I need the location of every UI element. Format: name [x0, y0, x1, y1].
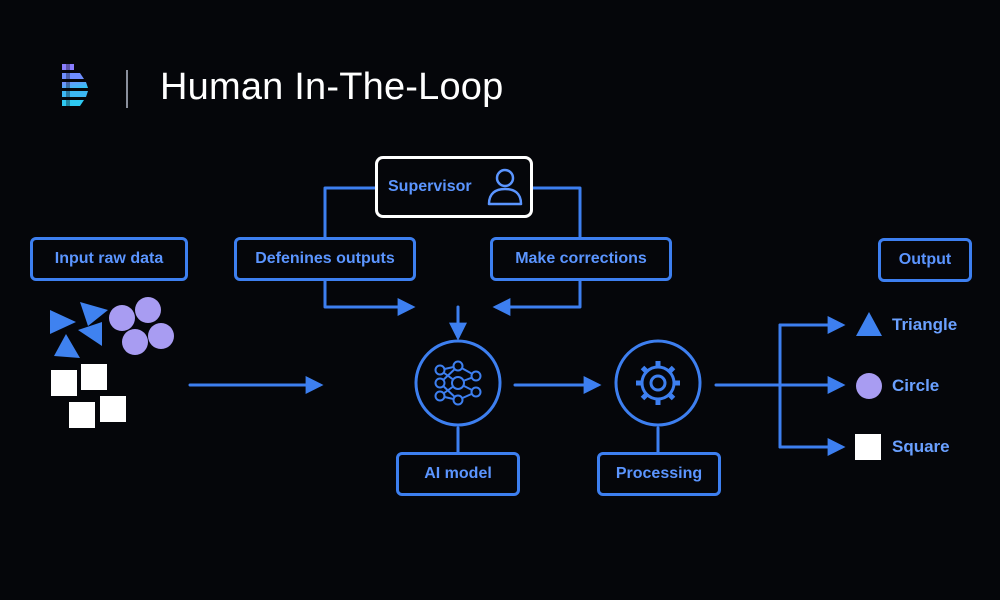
output-triangle-label: Triangle — [892, 315, 958, 334]
output-triangle-shape — [856, 312, 882, 336]
output-circle-label: Circle — [892, 376, 940, 395]
input-raw-data-box: Input raw data — [30, 237, 188, 281]
brand-logo-icon — [62, 64, 88, 106]
supervisor-label: Supervisor — [388, 178, 472, 195]
supervisor-box: Supervisor — [375, 156, 533, 218]
neural-network-icon — [434, 360, 482, 406]
raw-square-shape — [69, 402, 95, 428]
raw-square-shape — [81, 364, 107, 390]
output-square-shape — [855, 434, 881, 460]
raw-square-shape — [100, 396, 126, 422]
output-circle-shape — [856, 373, 882, 399]
header-divider — [126, 70, 128, 108]
defines-outputs-box: Defenines outputs — [234, 237, 416, 281]
raw-data-shapes — [50, 297, 174, 428]
gear-icon — [636, 361, 680, 405]
raw-triangle-shape — [50, 310, 76, 334]
person-icon — [487, 168, 522, 206]
ai-model-label: AI model — [424, 465, 492, 482]
raw-triangle-shape — [54, 334, 80, 358]
raw-circle-shape — [122, 329, 148, 355]
raw-square-shape — [51, 370, 77, 396]
processing-circle — [614, 339, 702, 427]
output-box: Output — [878, 238, 972, 282]
processing-label: Processing — [615, 465, 703, 482]
processing-box: Processing — [597, 452, 721, 496]
page-title: Human In-The-Loop — [160, 66, 504, 108]
make-corrections-box: Make corrections — [490, 237, 672, 281]
output-label: Output — [898, 251, 952, 268]
ai-model-box: AI model — [396, 452, 520, 496]
output-square-label: Square — [892, 437, 950, 456]
make-corrections-label: Make corrections — [515, 250, 647, 267]
raw-triangle-shape — [78, 322, 102, 346]
raw-circle-shape — [109, 305, 135, 331]
raw-triangle-shape — [80, 302, 108, 326]
raw-circle-shape — [135, 297, 161, 323]
defines-outputs-label: Defenines outputs — [255, 250, 395, 267]
raw-circle-shape — [148, 323, 174, 349]
input-raw-data-label: Input raw data — [54, 250, 164, 267]
